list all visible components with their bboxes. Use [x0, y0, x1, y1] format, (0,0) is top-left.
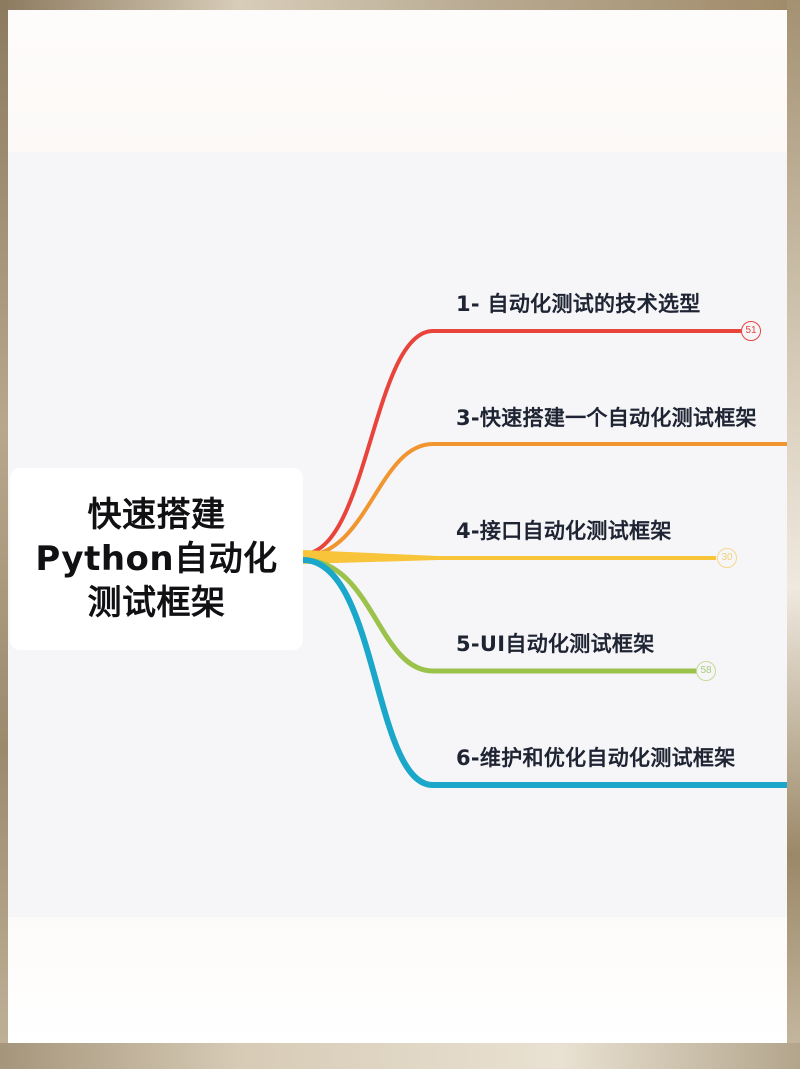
branch-connector-3: [303, 550, 716, 564]
branch-node-5[interactable]: 6-维护和优化自动化测试框架: [456, 746, 736, 770]
mind-map-canvas: 快速搭建 Python自动化 测试框架 1- 自动化测试的技术选型 51 3-快…: [8, 152, 787, 917]
top-blank-band: [8, 10, 787, 152]
root-title-line-3: 测试框架: [87, 583, 226, 623]
photo-frame-right: [787, 0, 800, 1069]
branch-connector-4: [300, 557, 701, 674]
root-node[interactable]: 快速搭建 Python自动化 测试框架: [10, 468, 303, 650]
branch-connector-2: [301, 442, 787, 558]
branch-connector-5: [300, 557, 787, 788]
photo-frame-left: [0, 0, 8, 1069]
root-title-line-1: 快速搭建: [87, 495, 226, 535]
bottom-blank-band: [8, 917, 787, 1043]
photo-frame-bottom: [0, 1043, 800, 1069]
photo-frame-top: [0, 0, 800, 10]
collapsed-count-badge-3[interactable]: 30: [717, 548, 737, 568]
branch-node-3[interactable]: 4-接口自动化测试框架: [456, 519, 672, 543]
branch-node-4[interactable]: 5-UI自动化测试框架: [456, 632, 655, 656]
root-title-line-2: Python自动化: [35, 539, 278, 579]
branch-node-1[interactable]: 1- 自动化测试的技术选型: [456, 292, 701, 316]
branch-connector-1: [301, 329, 742, 556]
mind-map-sheet: 快速搭建 Python自动化 测试框架 1- 自动化测试的技术选型 51 3-快…: [8, 10, 787, 1043]
collapsed-count-badge-4[interactable]: 58: [696, 661, 716, 681]
collapsed-count-badge-1[interactable]: 51: [741, 321, 761, 341]
branch-node-2[interactable]: 3-快速搭建一个自动化测试框架: [456, 406, 757, 430]
branch-connectors: [300, 329, 787, 788]
